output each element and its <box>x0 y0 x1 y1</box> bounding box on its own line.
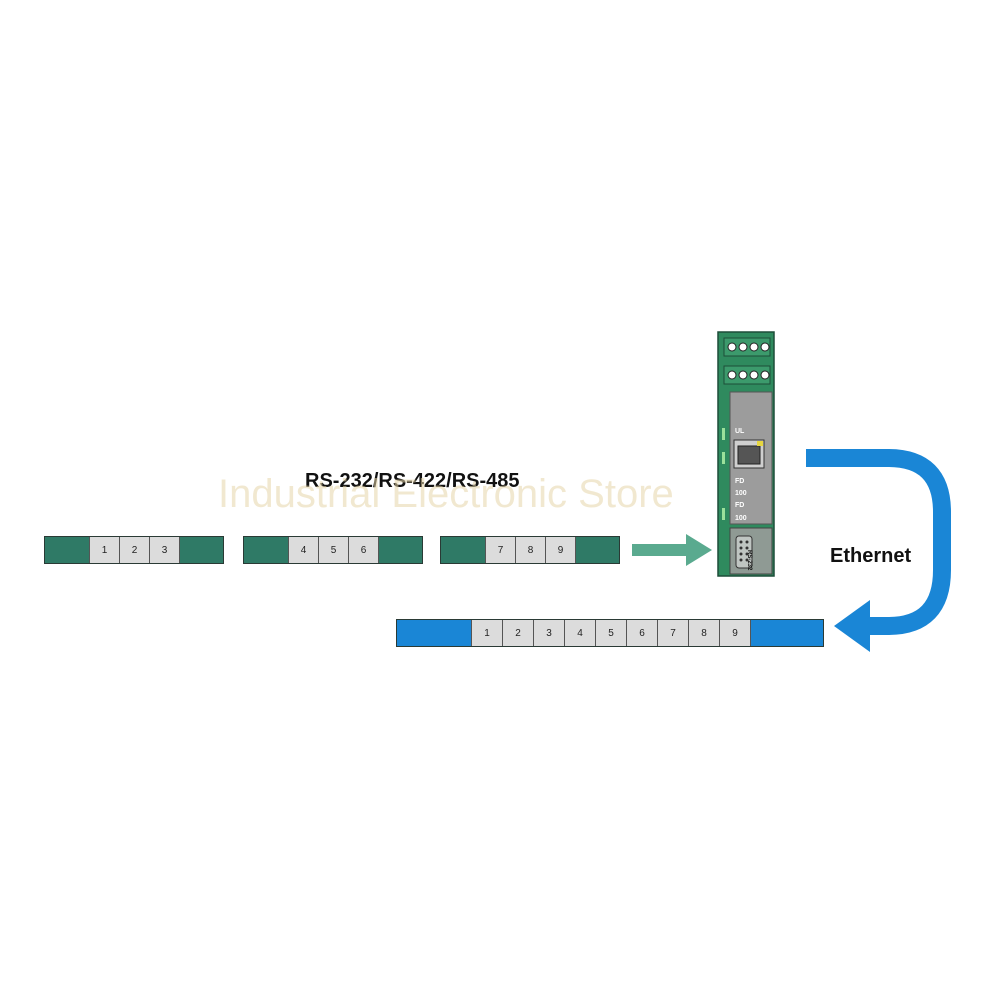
frame-cell: 9 <box>719 620 750 646</box>
ethernet-frame: 1 2 3 4 5 6 7 8 9 <box>396 619 824 647</box>
frame-end-block <box>575 537 619 563</box>
frame-cell: 7 <box>485 537 515 563</box>
led-label-fd-2: FD <box>735 502 745 509</box>
frame-start-block <box>244 537 288 563</box>
frame-cell: 4 <box>564 620 595 646</box>
ethernet-arrow-icon <box>806 449 951 652</box>
frame-cell: 8 <box>515 537 545 563</box>
serial-frame-1: 1 2 3 <box>44 536 224 564</box>
serial-frame-3: 7 8 9 <box>440 536 620 564</box>
frame-cell: 6 <box>348 537 378 563</box>
frame-cell: 1 <box>89 537 119 563</box>
port-label-rs232: RS-232 <box>746 550 752 571</box>
frame-cell: 8 <box>688 620 719 646</box>
protocol-title: RS-232/RS-422/RS-485 <box>305 470 520 492</box>
frame-cell: 1 <box>471 620 502 646</box>
frame-cell: 5 <box>595 620 626 646</box>
frame-cell: 2 <box>119 537 149 563</box>
frame-cell: 6 <box>626 620 657 646</box>
led-label-100-2: 100 <box>735 515 747 522</box>
arrow-right-icon <box>632 534 712 566</box>
led-label-fd: FD <box>735 478 745 485</box>
frame-cell: 7 <box>657 620 688 646</box>
frame-end-block <box>378 537 422 563</box>
frame-start-block <box>45 537 89 563</box>
ethernet-label: Ethernet <box>830 545 912 567</box>
frame-end-block <box>750 620 823 646</box>
frame-start-block <box>397 620 471 646</box>
frame-start-block <box>441 537 485 563</box>
led-label-100: 100 <box>735 490 747 497</box>
led-label-ul: UL <box>735 428 745 435</box>
frame-cell: 9 <box>545 537 575 563</box>
watermark: Industrial Electronic Store <box>218 472 674 516</box>
frame-cell: 2 <box>502 620 533 646</box>
frame-cell: 4 <box>288 537 318 563</box>
frame-cell: 3 <box>149 537 179 563</box>
gateway-device <box>717 331 775 577</box>
frame-cell: 5 <box>318 537 348 563</box>
serial-frame-2: 4 5 6 <box>243 536 423 564</box>
frame-end-block <box>179 537 223 563</box>
frame-cell: 3 <box>533 620 564 646</box>
